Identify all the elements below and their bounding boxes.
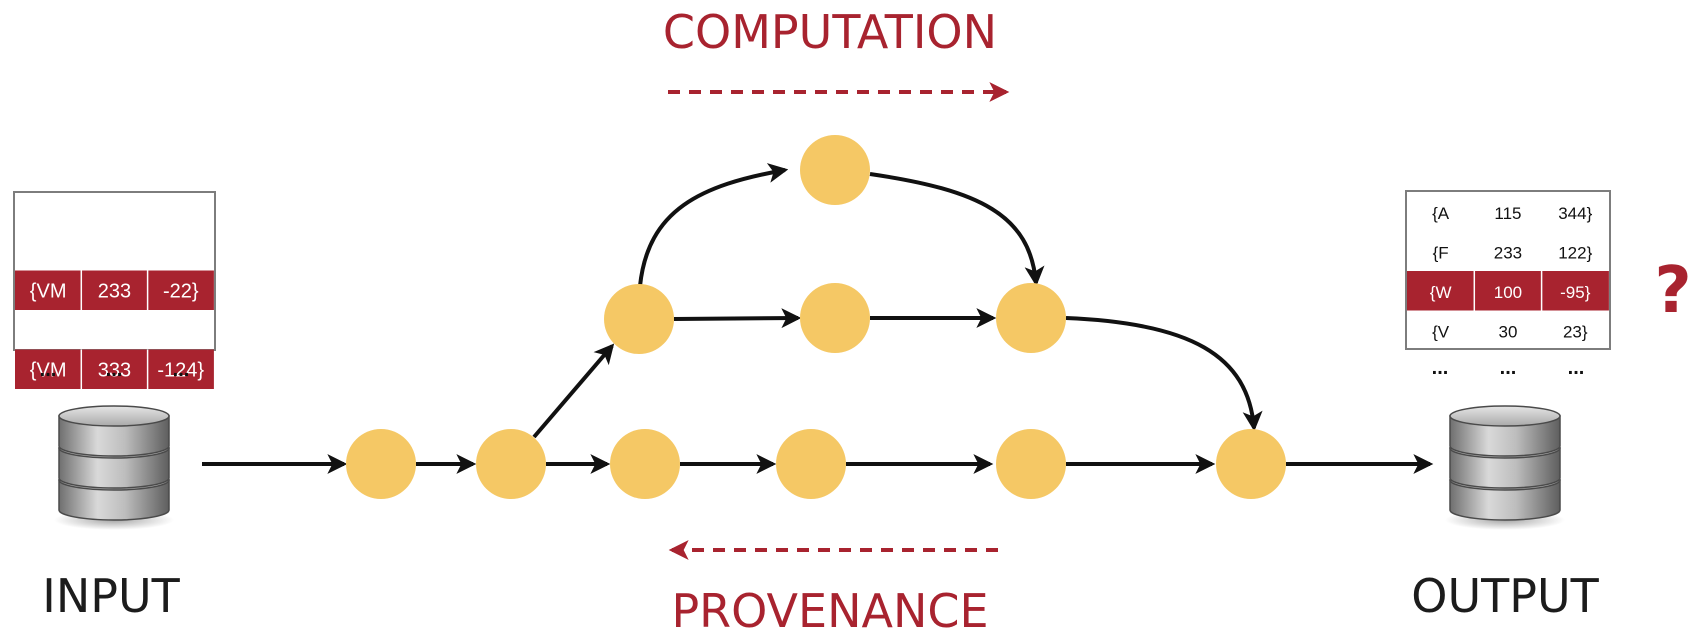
table-cell: {VM — [30, 280, 67, 302]
graph-nodes — [346, 135, 1286, 499]
table-cell: -95} — [1560, 283, 1591, 302]
output-database-icon — [1445, 405, 1565, 530]
node-n4 — [776, 429, 846, 499]
node-m3 — [996, 283, 1066, 353]
table-cell: {A — [1432, 204, 1450, 223]
ellipsis: ... — [40, 359, 57, 381]
node-m2 — [800, 283, 870, 353]
node-t1 — [800, 135, 870, 205]
database-disk — [58, 405, 170, 457]
table-cell: {W — [1430, 283, 1452, 302]
table-row: {VM 333 -124} — [15, 349, 214, 389]
provenance-label: PROVENANCE — [671, 584, 988, 636]
ellipsis: ... — [1432, 357, 1449, 379]
edge-m1-to-t1 — [638, 163, 789, 287]
computation-label: COMPUTATION — [663, 5, 997, 59]
table-row: {A 115 344} — [1432, 204, 1592, 223]
table-cell: 233 — [1494, 243, 1522, 262]
output-label: OUTPUT — [1411, 569, 1599, 623]
table-cell: {F — [1433, 243, 1449, 262]
output-ellipsis-row: ... ... ... — [1432, 357, 1585, 379]
input-database-icon — [54, 405, 174, 530]
edge-m1-to-m2 — [673, 308, 802, 329]
highlighted-row-background — [15, 349, 214, 389]
table-cell: 233 — [98, 280, 131, 302]
ellipsis: ... — [1500, 357, 1517, 379]
table-cell: 30 — [1498, 322, 1517, 341]
graph-edges — [202, 163, 1434, 474]
question-mark: ? — [1654, 254, 1691, 328]
output-table: {A 115 344} {F 233 122} {W 100 -95} {V 30 23} — [1405, 190, 1611, 350]
table-cell: 333 — [98, 359, 131, 381]
node-n2 — [476, 429, 546, 499]
edge-m3-to-n6 — [1065, 316, 1263, 432]
input-ellipsis-row: ... ... ... — [40, 359, 190, 381]
ellipsis: ... — [106, 359, 123, 381]
table-cell: {VM — [30, 359, 67, 381]
ellipsis: ... — [1568, 357, 1585, 379]
table-cell: 344} — [1558, 204, 1592, 223]
table-cell: -124} — [157, 359, 204, 381]
table-row: {W 100 -95} — [1407, 271, 1609, 311]
edge-n2-to-m1 — [532, 343, 615, 439]
input-table: {VM 233 -22} {VM 333 -124} — [13, 191, 216, 389]
node-n3 — [610, 429, 680, 499]
database-disk — [1449, 405, 1561, 457]
highlighted-row-background — [1407, 271, 1609, 311]
table-cell: 115 — [1494, 204, 1521, 223]
table-cell: 100 — [1494, 283, 1522, 302]
table-row: {VM 233 -22} — [15, 270, 214, 310]
node-n5 — [996, 429, 1066, 499]
table-cell: -22} — [163, 280, 199, 302]
table-cell: 122} — [1558, 243, 1592, 262]
table-row: {F 233 122} — [1433, 243, 1593, 262]
ellipsis: ... — [173, 359, 190, 381]
node-m1 — [604, 284, 674, 354]
table-cell: 23} — [1563, 322, 1588, 341]
node-n6 — [1216, 429, 1286, 499]
edge-t1-to-m3 — [869, 172, 1045, 287]
table-cell: {V — [1432, 322, 1450, 341]
node-n1 — [346, 429, 416, 499]
table-row: {V 30 23} — [1432, 322, 1588, 341]
input-label: INPUT — [42, 569, 180, 623]
highlighted-row-background — [15, 270, 214, 310]
